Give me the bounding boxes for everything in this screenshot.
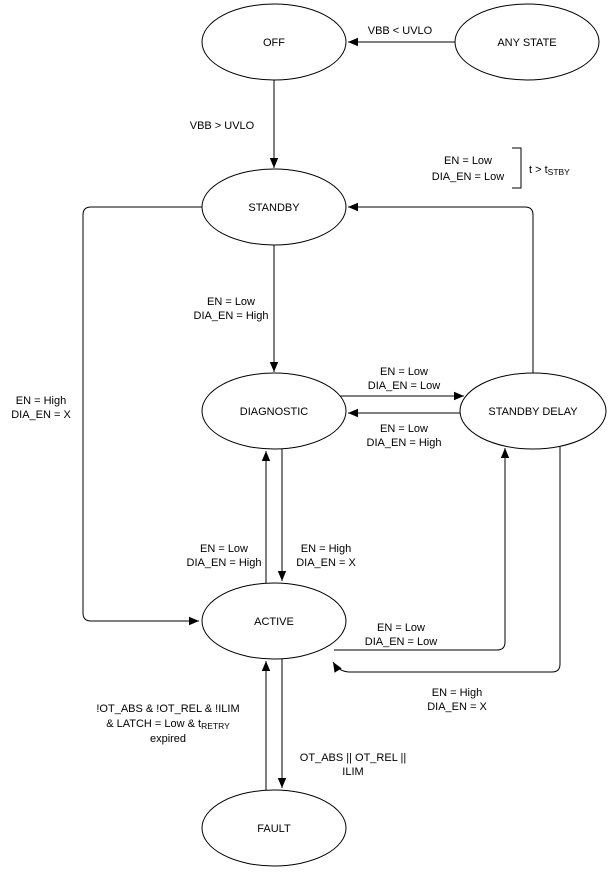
state-any-state-label: ANY STATE [497, 37, 556, 49]
label-standbydelay-active-1: EN = High [432, 687, 482, 699]
state-diagnostic: DIAGNOSTIC [201, 372, 347, 450]
label-active-fault-2: ILIM [342, 766, 363, 778]
label-standby-active-2: DIA_EN = X [11, 409, 71, 421]
state-active: ACTIVE [201, 582, 347, 660]
state-any-state-shape [454, 3, 600, 81]
state-standby-shape [201, 168, 347, 246]
retry-prefix: & LATCH = Low & t [106, 718, 201, 730]
state-standby-delay: STANDBY DELAY [459, 372, 607, 450]
label-active-standbydelay-1: EN = Low [377, 622, 425, 634]
state-diagnostic-shape [201, 372, 347, 450]
label-standbydelay-diagnostic-2: DIA_EN = High [367, 437, 442, 449]
edge-standbydelay-to-active [332, 446, 561, 673]
label-standby-active-1: EN = High [16, 395, 66, 407]
label-fault-active-1: !OT_ABS & !OT_REL & !ILIM [96, 703, 239, 715]
timer-bracket [512, 147, 522, 189]
label-standbydelay-active-2: DIA_EN = X [427, 701, 487, 713]
label-off-standby: VBB > UVLO [190, 120, 255, 132]
label-standbydelay-standby-2: DIA_EN = Low [432, 171, 505, 183]
timer-prefix: t > t [529, 164, 548, 176]
label-active-standbydelay-2: DIA_EN = Low [365, 636, 438, 648]
label-standby-diagnostic-2: DIA_EN = High [194, 310, 269, 322]
state-standby-label: STANDBY [248, 202, 300, 214]
edge-standbydelay-to-standby [348, 202, 534, 373]
label-active-fault-1: OT_ABS || OT_REL || [300, 752, 406, 764]
label-diagnostic-active-2: DIA_EN = X [296, 557, 356, 569]
edge-active-to-standbydelay [334, 448, 510, 651]
label-active-diagnostic-2: DIA_EN = High [187, 557, 262, 569]
state-fault-label: FAULT [257, 823, 291, 835]
label-active-diagnostic-1: EN = Low [200, 543, 248, 555]
label-fault-active-2: & LATCH = Low & tRETRY [106, 718, 230, 731]
state-standby-delay-shape [459, 372, 607, 450]
timer-subscript: STBY [548, 167, 571, 177]
state-active-label: ACTIVE [254, 616, 294, 628]
label-fault-active-3: expired [150, 733, 186, 745]
edge-standby-to-active [82, 206, 202, 626]
retry-subscript: RETRY [201, 721, 230, 731]
state-standby-delay-label: STANDBY DELAY [488, 406, 578, 418]
state-fault-shape [201, 789, 347, 867]
label-diagnostic-active-1: EN = High [301, 543, 351, 555]
state-any-state: ANY STATE [454, 3, 600, 81]
state-off-label: OFF [263, 37, 285, 49]
label-standby-timer: t > tSTBY [529, 164, 570, 177]
label-diagnostic-standbydelay-2: DIA_EN = Low [368, 380, 441, 392]
label-diagnostic-standbydelay-1: EN = Low [380, 366, 428, 378]
label-standby-diagnostic-1: EN = Low [207, 296, 255, 308]
label-standbydelay-standby-1: EN = Low [444, 155, 492, 167]
state-off: OFF [201, 3, 347, 81]
state-active-shape [201, 582, 347, 660]
state-off-shape [201, 3, 347, 81]
state-fault: FAULT [201, 789, 347, 867]
label-standbydelay-diagnostic-1: EN = Low [380, 423, 428, 435]
label-anystate-off: VBB < UVLO [368, 25, 433, 37]
state-standby: STANDBY [201, 168, 347, 246]
state-diagnostic-label: DIAGNOSTIC [240, 406, 309, 418]
